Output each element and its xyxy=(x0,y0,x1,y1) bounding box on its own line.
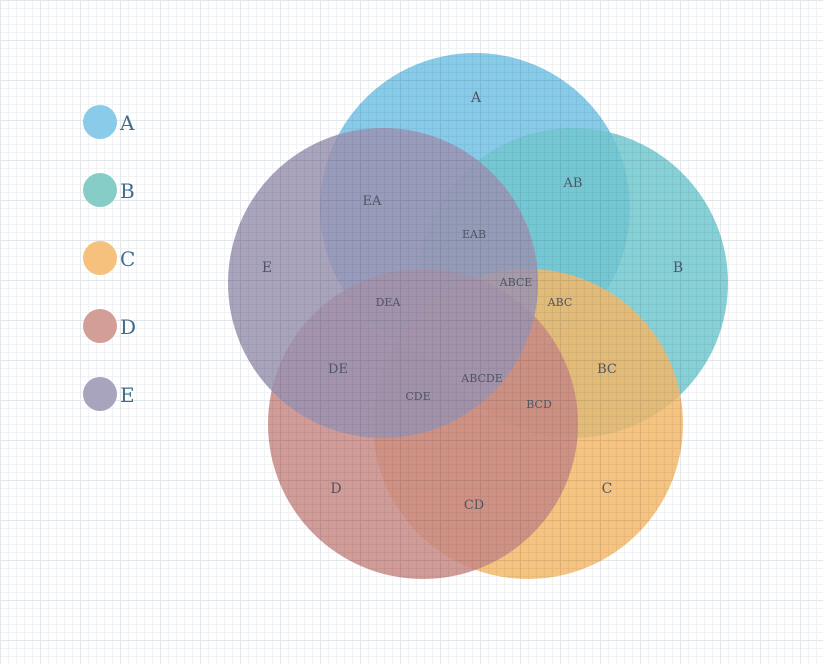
legend-label-e: E xyxy=(120,383,135,407)
region-label-abc: ABC xyxy=(547,296,573,309)
legend-item-b[interactable]: B xyxy=(83,173,173,209)
region-label-bcd: BCD xyxy=(526,398,552,411)
region-label-ab: AB xyxy=(563,176,583,191)
region-label-de: DE xyxy=(328,362,348,377)
legend-swatch-e xyxy=(83,377,117,411)
legend-item-d[interactable]: D xyxy=(83,309,173,345)
region-label-bc: BC xyxy=(597,362,617,377)
region-label-dea: DEA xyxy=(376,296,402,309)
legend-item-a[interactable]: A xyxy=(83,105,173,141)
legend-label-c: C xyxy=(120,247,136,271)
legend-item-c[interactable]: C xyxy=(83,241,173,277)
legend-swatch-d xyxy=(83,309,117,343)
region-label-cde: CDE xyxy=(405,390,430,403)
region-label-cd: CD xyxy=(464,498,484,513)
set-circle-e[interactable] xyxy=(228,128,538,438)
region-label-e: E xyxy=(262,260,272,276)
region-label-b: B xyxy=(673,260,683,276)
region-label-ea: EA xyxy=(363,194,382,209)
legend-label-d: D xyxy=(120,315,137,339)
region-label-abce: ABCE xyxy=(499,276,533,289)
region-label-eab: EAB xyxy=(462,228,486,241)
legend-swatch-a xyxy=(83,105,117,139)
region-label-abcde: ABCDE xyxy=(460,372,503,385)
region-label-d: D xyxy=(330,481,341,497)
region-label-a: A xyxy=(470,90,482,106)
legend-label-b: B xyxy=(120,179,135,203)
legend-item-e[interactable]: E xyxy=(83,377,173,413)
region-label-c: C xyxy=(602,481,613,497)
legend-swatch-c xyxy=(83,241,117,275)
legend-label-a: A xyxy=(120,111,135,135)
legend-swatch-b xyxy=(83,173,117,207)
